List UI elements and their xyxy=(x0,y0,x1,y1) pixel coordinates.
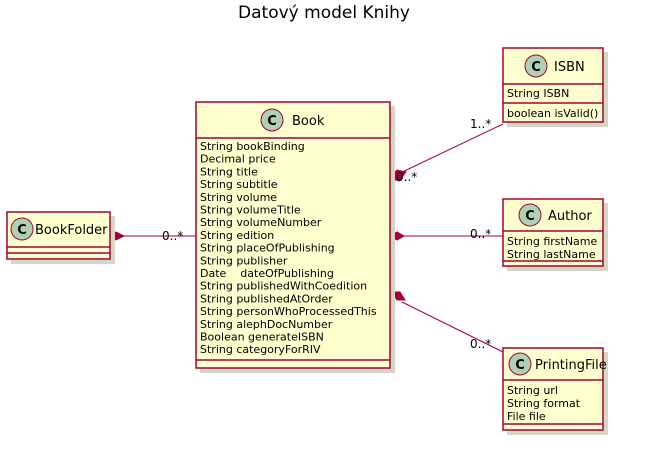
attribute: String publisher xyxy=(200,254,288,267)
class-badge-letter: C xyxy=(525,209,535,224)
edge-line xyxy=(395,123,504,176)
attribute: String subtitle xyxy=(200,178,278,191)
attribute: String edition xyxy=(200,229,274,242)
attribute: Decimal price xyxy=(200,153,276,166)
relation-bookfolder-book: 0..* xyxy=(106,229,196,243)
composition-diamond xyxy=(391,291,406,301)
attribute: String format xyxy=(507,397,581,410)
relation-book-isbn: 0..* 1..* xyxy=(389,117,504,184)
diagram-title: Datový model Knihy xyxy=(238,3,410,23)
attribute: String url xyxy=(507,384,558,397)
class-c-icon xyxy=(260,108,284,132)
multiplicity-label: 0..* xyxy=(470,227,491,241)
class-name: PrintingFile xyxy=(535,358,607,373)
multiplicity-label: 0..* xyxy=(162,229,183,243)
attribute: String volumeNumber xyxy=(200,216,322,229)
class-bookfolder[interactable]: C BookFolder xyxy=(6,211,115,264)
attribute: String alephDocNumber xyxy=(200,318,333,331)
attribute: String title xyxy=(200,165,258,178)
attribute: Date dateOfPublishing xyxy=(200,267,334,280)
attribute: String volume xyxy=(200,191,277,204)
multiplicity-label: 1..* xyxy=(470,117,491,131)
attribute: File file xyxy=(507,410,546,423)
attribute: String firstName xyxy=(507,235,598,248)
class-box xyxy=(195,101,391,369)
class-isbn[interactable]: C ISBN String ISBN boolean isValid() xyxy=(502,47,608,127)
class-name: Author xyxy=(548,209,592,224)
attribute: String placeOfPublishing xyxy=(200,242,335,255)
attribute: Boolean generateISBN xyxy=(200,331,324,344)
attribute: String personWhoProcessedThis xyxy=(200,305,377,318)
class-box xyxy=(502,47,604,123)
class-badge-letter: C xyxy=(17,223,27,238)
class-badge-letter: C xyxy=(531,60,541,75)
attribute: String volumeTitle xyxy=(200,204,301,217)
class-name: BookFolder xyxy=(35,223,108,238)
attribute: String publishedWithCoedition xyxy=(200,280,367,293)
attribute: String ISBN xyxy=(507,87,569,100)
class-name: ISBN xyxy=(554,60,585,75)
class-c-icon xyxy=(518,203,542,227)
multiplicity-label: 0..* xyxy=(470,337,491,351)
class-c-icon xyxy=(524,54,548,78)
class-printingfile[interactable]: C PrintingFile String url String format … xyxy=(502,347,608,435)
edge-line xyxy=(401,301,504,353)
attribute: String publishedAtOrder xyxy=(200,292,333,305)
attribute: String lastName xyxy=(507,248,596,261)
class-badge-letter: C xyxy=(267,114,277,129)
class-author[interactable]: C Author String firstName String lastNam… xyxy=(502,198,608,271)
class-name: Book xyxy=(292,114,325,129)
multiplicity-label: 0..* xyxy=(396,170,417,184)
class-c-icon xyxy=(508,352,532,376)
class-badge-letter: C xyxy=(515,358,525,373)
attribute: String bookBinding xyxy=(200,140,305,153)
class-c-icon xyxy=(10,217,34,241)
relation-book-author: 0..* xyxy=(388,227,503,241)
attribute: String categoryForRIV xyxy=(200,343,321,356)
method: boolean isValid() xyxy=(507,107,598,120)
relation-book-printingfile: 0..* xyxy=(391,291,504,353)
